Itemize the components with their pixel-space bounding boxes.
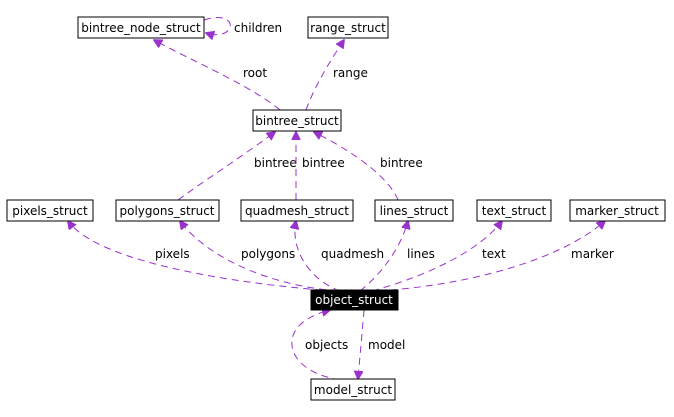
edge-root — [154, 40, 281, 111]
node-label: lines_struct — [380, 204, 449, 218]
node-marker-struct[interactable]: marker_struct — [569, 199, 666, 222]
node-object-struct[interactable]: object_struct — [310, 289, 399, 311]
node-pixels-struct[interactable]: pixels_struct — [6, 199, 94, 222]
edge-label-objects: objects — [305, 338, 348, 352]
node-lines-struct[interactable]: lines_struct — [374, 199, 454, 222]
node-label: bintree_struct — [255, 114, 339, 128]
nodes: bintree_node_struct range_struct bintree… — [6, 16, 666, 401]
edge-label-marker: marker — [571, 247, 614, 261]
node-bintree-node-struct[interactable]: bintree_node_struct — [77, 16, 205, 39]
edge-label-lines: lines — [407, 247, 435, 261]
edge-label-bintree-quadmesh: bintree — [302, 156, 345, 170]
node-label: pixels_struct — [12, 204, 88, 218]
edge-label-quadmesh: quadmesh — [321, 247, 384, 261]
edge-range — [305, 40, 344, 111]
node-label: marker_struct — [575, 204, 659, 218]
node-text-struct[interactable]: text_struct — [476, 199, 552, 222]
edge-polygons — [180, 221, 339, 292]
node-model-struct[interactable]: model_struct — [310, 378, 396, 401]
node-bintree-struct[interactable]: bintree_struct — [252, 109, 342, 132]
edge-objects — [291, 310, 341, 381]
node-label: polygons_struct — [119, 204, 214, 218]
edge-children — [203, 17, 231, 35]
node-polygons-struct[interactable]: polygons_struct — [115, 199, 220, 222]
edge-label-text: text — [482, 247, 506, 261]
node-label: text_struct — [482, 204, 547, 218]
edge-marker — [377, 221, 605, 292]
edge-lines — [359, 221, 408, 292]
node-label: range_struct — [310, 21, 386, 35]
edge-pixels — [68, 221, 335, 292]
edge-label-range: range — [333, 66, 368, 80]
edge-label-model: model — [368, 338, 405, 352]
edge-label-bintree-polygons: bintree — [254, 156, 297, 170]
edge-label-children: children — [234, 21, 282, 35]
node-quadmesh-struct[interactable]: quadmesh_struct — [240, 199, 354, 222]
edge-label-root: root — [243, 66, 267, 80]
node-range-struct[interactable]: range_struct — [307, 16, 389, 39]
edge-label-pixels: pixels — [155, 247, 190, 261]
edge-label-bintree-lines: bintree — [380, 156, 423, 170]
edge-model — [358, 309, 365, 379]
edge-label-polygons: polygons — [241, 247, 295, 261]
node-label: object_struct — [315, 293, 393, 307]
edge-text — [371, 221, 502, 292]
node-label: model_struct — [314, 383, 392, 397]
edges: children root range bintree bintree bint… — [68, 17, 614, 381]
node-label: quadmesh_struct — [245, 204, 349, 218]
node-label: bintree_node_struct — [81, 21, 201, 35]
